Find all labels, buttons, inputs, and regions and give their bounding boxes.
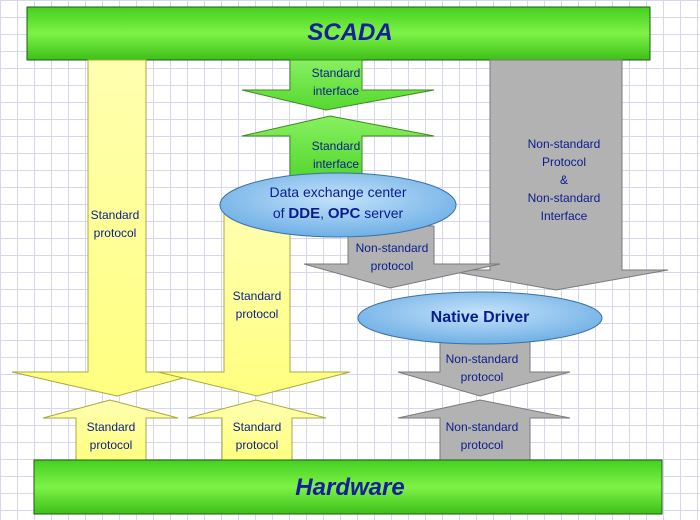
native-driver-ellipse [357,291,603,345]
nonstandard-protocol-up-arrow [397,399,571,461]
standard-interface-up-arrow [241,115,435,177]
line2-suffix: server [360,205,404,221]
nonstandard-interface-arrow [443,59,669,291]
standard-protocol-up-arrow-left [42,399,179,461]
standard-protocol-down-arrow-mid [157,211,351,397]
label-line: Non-standard [527,137,601,151]
label-line: Non-standard [355,241,429,255]
up-mid-arrow-label: Standard protocol [218,418,296,454]
label-line: protocol [89,438,133,452]
label-line: Standard [232,289,282,303]
mid-down-arrow-label: Standard protocol [218,287,296,323]
nonstandard-protocol-arrow-driver [397,339,571,397]
line2-sep: , [320,205,328,221]
label-line: Interface [540,209,588,223]
label-line: Standard [232,420,282,434]
up-right-arrow-label: Non-standard protocol [434,418,530,454]
data-exchange-center-line2: of DDE, OPC server [220,202,456,225]
hardware-title: Hardware [295,474,405,501]
standard-protocol-down-arrow-left [11,59,206,397]
ns-driver-arrow-label: Non-standard protocol [434,350,530,386]
nonstandard-protocol-arrow-center [303,225,501,289]
label-line: protocol [460,370,504,384]
label-line: Standard [90,208,140,222]
scada-bar [26,6,651,61]
label-line: protocol [235,307,279,321]
label-line: & [559,173,568,187]
label-line: Non-standard [527,191,601,205]
label-line: interface [312,157,360,171]
hardware-bar [33,459,663,515]
iface-up-arrow-label: Standard interface [290,137,382,173]
label-line: Non-standard [445,352,519,366]
standard-protocol-up-arrow-mid [187,399,327,461]
label-line: Non-standard [445,420,519,434]
line2-prefix: of [272,205,289,221]
label-line: Standard [86,420,136,434]
opc-label: OPC [327,205,361,222]
label-line: interface [312,84,360,98]
label-line: Standard [311,139,361,153]
label-line: protocol [235,438,279,452]
data-exchange-center-label: Data exchange center of DDE, OPC server [220,182,456,225]
iface-down-arrow-label: Standard interface [290,64,382,100]
native-driver-label: Native Driver [430,309,530,326]
label-line: protocol [460,438,504,452]
dde-label: DDE [288,205,321,222]
data-exchange-center-ellipse [219,172,457,238]
right-down-arrow-label: Non-standard Protocol & Non-standard Int… [506,135,622,225]
label-line: Protocol [541,155,587,169]
up-left-arrow-label: Standard protocol [72,418,150,454]
label-line: protocol [370,259,414,273]
data-exchange-center-line1: Data exchange center [269,184,407,200]
label-line: protocol [93,226,137,240]
label-line: Standard [311,66,361,80]
left-down-arrow-label: Standard protocol [76,206,154,242]
scada-title: SCADA [307,19,393,46]
ns-center-arrow-label: Non-standard protocol [344,239,440,275]
standard-interface-down-arrow [241,59,435,111]
